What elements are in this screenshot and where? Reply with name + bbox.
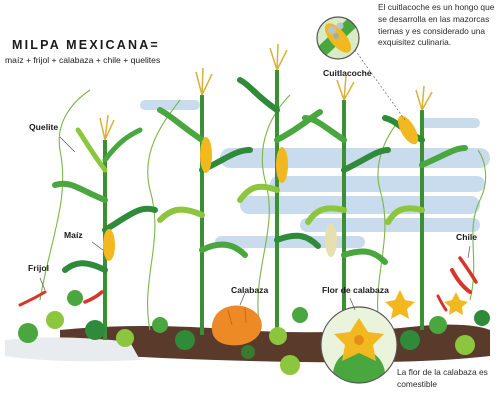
- flor-inset: [321, 307, 397, 394]
- note-cuitlacoche: El cuitlacoche es un hongo que se desarr…: [378, 2, 498, 49]
- label-cuitlacoche: Cuitlacoche: [323, 68, 372, 78]
- squash-flowers: [385, 290, 468, 319]
- label-calabaza: Calabaza: [231, 285, 268, 295]
- label-chile: Chile: [456, 232, 477, 242]
- label-maiz: Maíz: [64, 230, 83, 240]
- corn-plant-1: [55, 115, 155, 340]
- label-quelite: Quelite: [29, 122, 58, 132]
- label-frijol: Frijol: [28, 263, 49, 273]
- page-subtitle: maíz + frijol + calabaza + chile + queli…: [5, 55, 160, 65]
- note-flor: La flor de la calabaza es comestible: [397, 367, 497, 391]
- page-title: MILPA MEXICANA=: [12, 38, 160, 52]
- label-flor-de-calabaza: Flor de calabaza: [322, 285, 389, 295]
